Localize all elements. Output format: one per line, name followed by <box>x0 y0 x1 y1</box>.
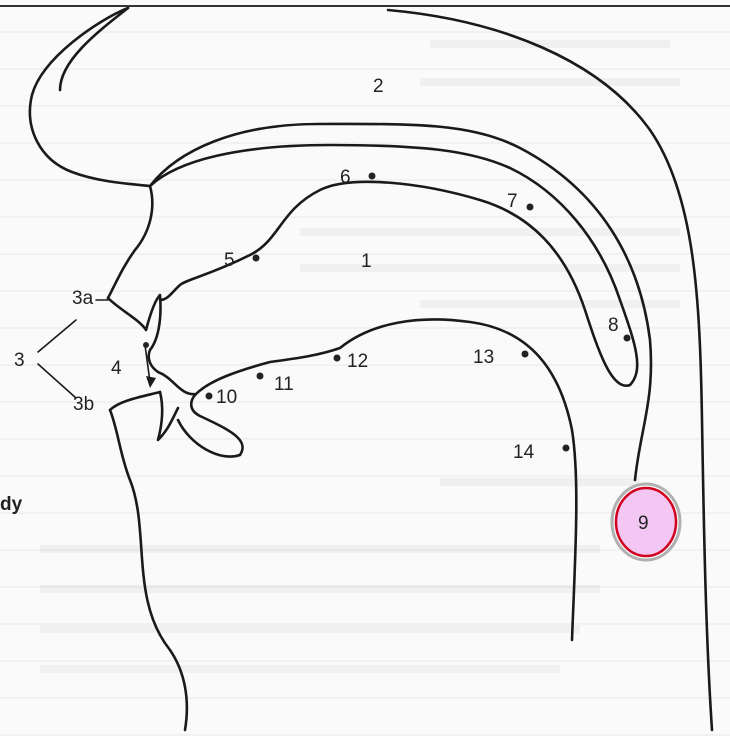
point-4 <box>143 342 149 348</box>
point-12 <box>334 355 341 362</box>
label-3: 3 <box>14 350 25 371</box>
pointer-3b <box>38 364 76 398</box>
label-5: 5 <box>224 250 235 271</box>
point-13 <box>522 351 529 358</box>
label-14: 14 <box>513 442 535 463</box>
point-10 <box>206 393 213 400</box>
point-5 <box>253 255 260 262</box>
label-9: 9 <box>638 513 649 534</box>
label-13: 13 <box>473 347 494 368</box>
label-10: 10 <box>216 387 237 408</box>
arrow-4-head <box>146 376 156 388</box>
label-2: 2 <box>373 76 384 97</box>
point-6 <box>369 173 376 180</box>
label-8: 8 <box>608 315 619 336</box>
back-wall-outline <box>60 8 128 90</box>
point-8 <box>624 335 631 342</box>
label-1: 1 <box>361 251 372 272</box>
pointer-3a <box>38 320 76 352</box>
label-12: 12 <box>347 351 368 372</box>
highlight-marker-9[interactable]: 9 <box>612 484 680 560</box>
label-4: 4 <box>111 358 122 379</box>
edge-text: dy <box>0 494 23 515</box>
upper-teeth <box>108 295 161 350</box>
label-3a: 3a <box>72 288 94 309</box>
lower-teeth <box>158 392 178 440</box>
lower-lip-outline <box>110 392 160 410</box>
label-3b: 3b <box>73 394 94 415</box>
jaw-outline <box>110 410 187 730</box>
upper-lip-outline <box>108 186 152 298</box>
point-11 <box>257 373 264 380</box>
label-11: 11 <box>274 374 294 395</box>
label-6: 6 <box>340 167 351 188</box>
point-14 <box>563 445 570 452</box>
point-7 <box>527 204 534 211</box>
label-7: 7 <box>507 191 518 212</box>
